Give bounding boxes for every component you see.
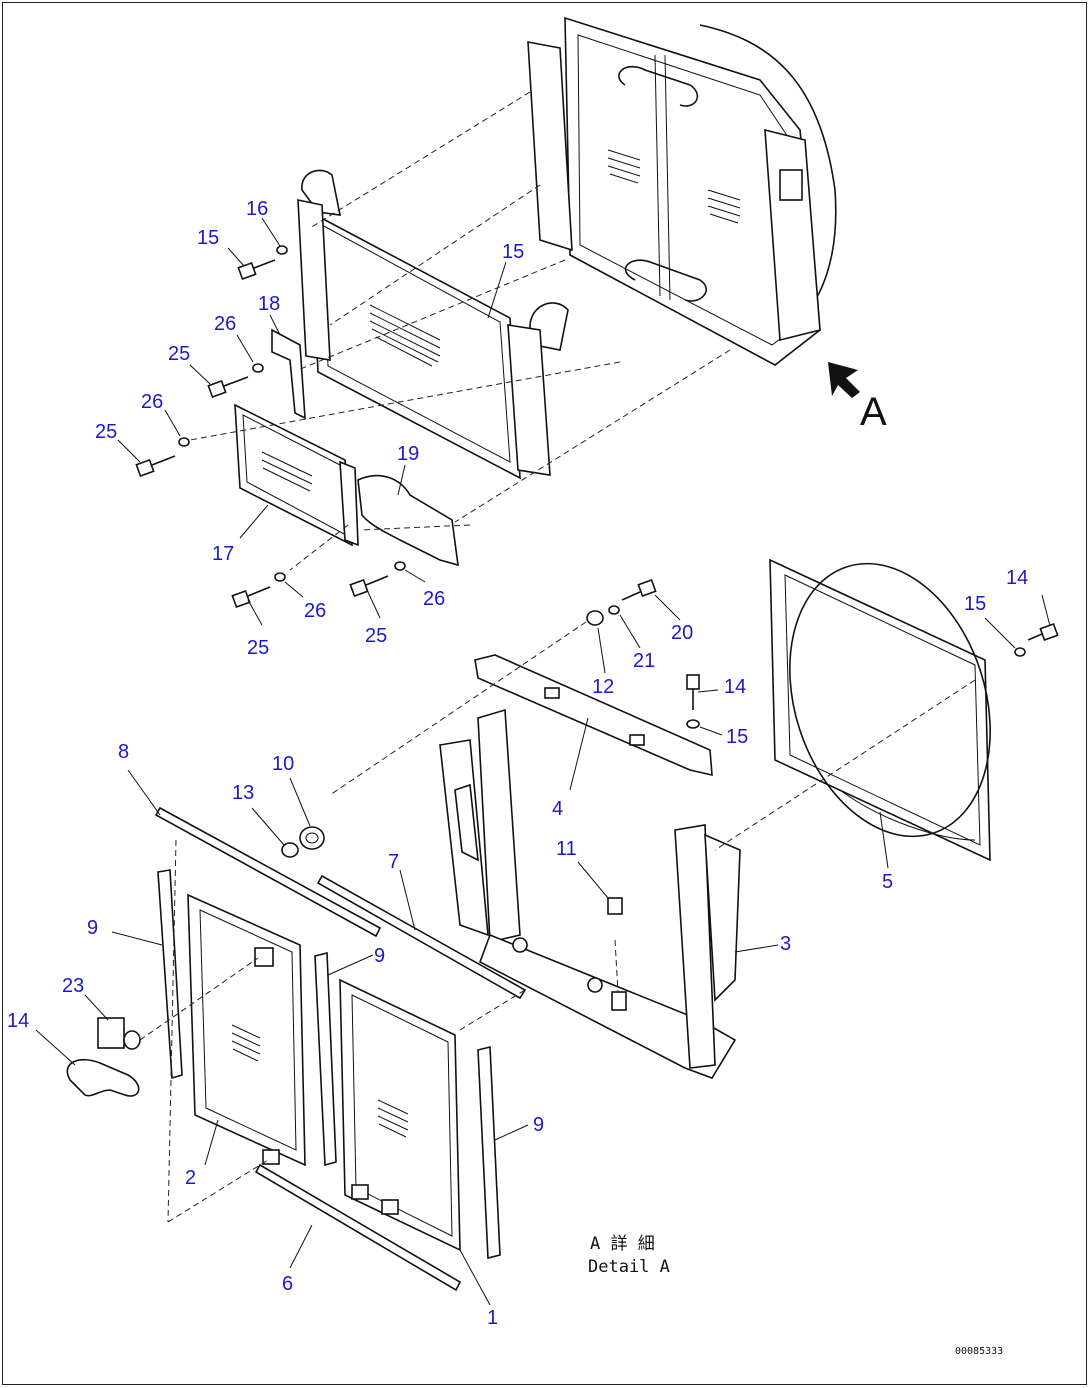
callout-9-left: 9: [87, 917, 98, 939]
callout-25-lower-left: 25: [247, 637, 269, 659]
upper-frame-assembly: [527, 16, 837, 366]
spacer-12-upper: [586, 610, 604, 626]
callout-9-middle: 9: [374, 945, 385, 967]
callout-20: 15: [197, 227, 219, 249]
bolt-25-left: [135, 455, 176, 478]
radiator-core-2: [187, 893, 306, 1167]
callout-14-upper: 14: [1006, 567, 1028, 589]
callout-17: 21: [633, 650, 655, 672]
callout-26-lower-right: 26: [423, 588, 445, 610]
bolt-25-lower-left: [231, 586, 271, 609]
seal-9-left: [157, 869, 183, 1080]
bolt-25-upper: [207, 376, 249, 399]
aftercooler-core-19: [297, 169, 569, 480]
top-bar-4: [474, 654, 713, 777]
bolt-20: [237, 259, 276, 281]
callout-16: 20: [671, 622, 693, 644]
callout-15-upper: 15: [964, 593, 986, 615]
callout-26-lower-left: 26: [304, 600, 326, 622]
view-marker-a: A: [860, 390, 887, 434]
washer-17: [608, 605, 620, 615]
alignment-lines: [139, 91, 976, 1223]
callout-22: 17: [212, 543, 234, 565]
callout-26-upper: 26: [214, 313, 236, 335]
plug-18: [97, 1017, 141, 1050]
callout-7: 7: [388, 851, 399, 873]
view-arrow-icon: [828, 362, 860, 398]
bolt-25-lower-right: [349, 575, 389, 598]
callout-1: 1: [487, 1307, 498, 1329]
washer-26-upper: [252, 363, 264, 373]
callout-15-lower: 15: [726, 726, 748, 748]
callout-3: 3: [780, 933, 791, 955]
washer-26-lower-left: [274, 572, 286, 582]
callout-12-upper: 12: [592, 676, 614, 698]
callout-8: 8: [118, 741, 129, 763]
washer-26-left: [178, 437, 190, 447]
spacer-12-lower: [281, 842, 299, 858]
leader-lines: [35, 217, 1051, 1306]
nut-11: [607, 897, 623, 915]
callout-21: 16: [246, 198, 268, 220]
callout-6: 6: [282, 1273, 293, 1295]
radiator-core-1: [339, 978, 461, 1252]
callout-2: 2: [185, 1167, 196, 1189]
seal-9-middle: [314, 951, 337, 1167]
callout-26-left: 26: [141, 391, 163, 413]
washer-26-lower-right: [394, 561, 406, 571]
main-frame-3: [439, 708, 741, 1079]
hose-13: [66, 1058, 140, 1097]
seal-6: [254, 1163, 462, 1292]
washer-15-upper: [1014, 647, 1026, 657]
callout-23: 18: [258, 293, 280, 315]
seal-7: [316, 874, 527, 1000]
cover-plate-24: [357, 474, 459, 567]
callout-labels: 16 15 15 18 26 25 26 25 19 17 26 26 25 2…: [7, 198, 1028, 1329]
grommet-10: [299, 826, 325, 850]
washer-21: [276, 245, 288, 255]
callout-11: 11: [556, 838, 577, 860]
seal-8: [154, 806, 382, 938]
callout-13: 14: [7, 1010, 29, 1032]
callout-14-lower: 14: [724, 676, 746, 698]
washer-15-lower: [686, 719, 700, 729]
bolt-14-lower: [686, 674, 700, 710]
callout-25-upper: 25: [168, 343, 190, 365]
detail-caption-jp: A 詳 細: [590, 1234, 655, 1254]
seal-9-right: [477, 1045, 501, 1260]
callout-5: 5: [882, 871, 893, 893]
callout-25-lower-right: 25: [365, 625, 387, 647]
detail-caption-en: Detail A: [588, 1257, 670, 1277]
callout-4: 4: [552, 798, 563, 820]
callout-10: 10: [272, 753, 294, 775]
callout-25-left: 25: [95, 421, 117, 443]
fan-shroud-5: [769, 558, 991, 862]
callout-9-right: 9: [533, 1114, 544, 1136]
callout-18: 23: [62, 975, 84, 997]
sheet-code: 00085333: [955, 1346, 1003, 1357]
callout-19: 15: [502, 241, 524, 263]
bolt-14-upper: [1027, 622, 1059, 642]
small-core-22: [234, 403, 359, 547]
bolt-16: [621, 578, 657, 601]
callout-12-lower: 13: [232, 782, 254, 804]
callout-24: 19: [397, 443, 419, 465]
bracket-23: [271, 328, 306, 420]
